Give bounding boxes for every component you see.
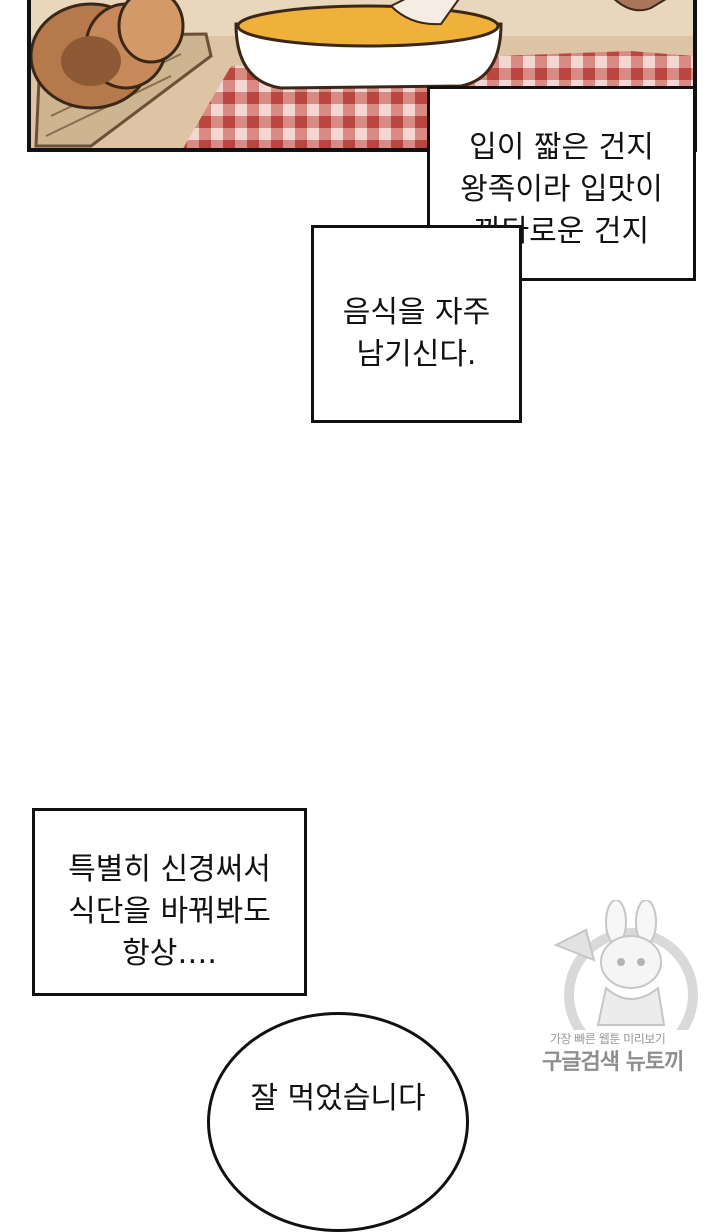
watermark: 가장 빠른 웹툰 미리보기 구글검색 뉴토끼 xyxy=(538,900,714,1080)
watermark-brand: 구글검색 뉴토끼 xyxy=(542,1050,684,1075)
narration-line: 특별히 신경써서 xyxy=(68,852,271,887)
narration-box-menu-change: 특별히 신경써서 식단을 바꿔봐도 항상…. xyxy=(32,808,307,996)
narration-line: 왕족이라 입맛이 xyxy=(460,172,663,207)
narration-line: 항상…. xyxy=(122,936,217,971)
speech-line: 잘 먹었습니다 xyxy=(250,1081,426,1116)
narration-line: 음식을 자주 xyxy=(342,295,491,330)
narration-line: 남기신다. xyxy=(356,337,477,372)
narration-line: 식단을 바꿔봐도 xyxy=(68,894,271,929)
speech-bubble: 잘 먹었습니다 xyxy=(207,1012,469,1232)
rabbit-mascot-icon xyxy=(553,900,698,1030)
watermark-tagline: 가장 빠른 웹툰 미리보기 xyxy=(550,1032,666,1046)
narration-box-leftovers: 음식을 자주 남기신다. xyxy=(311,225,522,423)
narration-line: 입이 짧은 건지 xyxy=(469,130,654,165)
